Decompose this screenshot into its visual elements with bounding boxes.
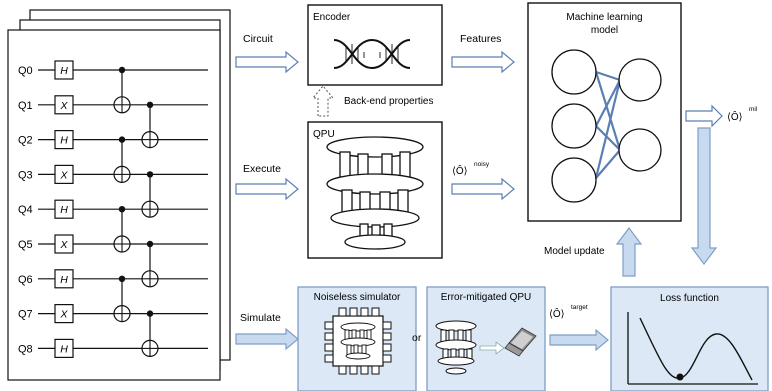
- backend-arrow: [311, 85, 335, 117]
- qubit-label-q3: Q3: [18, 169, 33, 181]
- cnot-control-dot: [118, 66, 126, 74]
- laptop-icon: [504, 327, 537, 357]
- cnot-control-dot: [118, 136, 126, 143]
- gate-box: [54, 130, 74, 150]
- label-circuit: Circuit: [243, 33, 273, 45]
- qubit-label-q7: Q7: [18, 309, 33, 321]
- label-backend: Back-end properties: [344, 96, 434, 107]
- label-simulate: Simulate: [240, 312, 281, 324]
- obs-ml-base: ⟨Ô⟩: [727, 110, 743, 123]
- small-arrow-icon: [479, 341, 505, 355]
- gate-box: [54, 60, 74, 80]
- noiseless-simulator-box: Noiseless simulator: [297, 286, 417, 391]
- observable-target: ⟨Ô⟩ target: [549, 304, 588, 320]
- obs-target-base: ⟨Ô⟩: [549, 307, 565, 320]
- noiseless-title: Noiseless simulator: [314, 292, 401, 303]
- mitigated-title: Error-mitigated QPU: [441, 292, 532, 303]
- arrow-features: [451, 50, 515, 74]
- cnot-control-dot: [146, 310, 154, 317]
- loss-curve-icon: [627, 312, 758, 385]
- dna-icon: [333, 38, 411, 70]
- obs-ml-sup: mil: [749, 106, 758, 113]
- qubit-label-q8: Q8: [18, 343, 33, 355]
- gate-h: H: [60, 65, 68, 77]
- obs-noisy-base: ⟨Ô⟩: [452, 164, 468, 177]
- loss-title: Loss function: [660, 293, 719, 304]
- nn-input-node-2: [551, 103, 597, 149]
- nn-output-node-1: [618, 58, 662, 102]
- neural-network-icon: [551, 49, 662, 203]
- observable-noisy: ⟨Ô⟩ noisy: [452, 161, 490, 177]
- gate-box: [54, 95, 74, 115]
- qubit-label-q2: Q2: [18, 135, 33, 147]
- gate-box: [54, 234, 74, 254]
- nn-input-node-1: [551, 49, 597, 95]
- mini-qpu-icon: [435, 320, 477, 375]
- arrow-execute: [235, 177, 299, 201]
- gate-box: [54, 199, 74, 219]
- obs-target-sup: target: [571, 304, 588, 311]
- arrow-circuit: [235, 50, 299, 74]
- gate-box: [54, 164, 74, 184]
- obs-noisy-sup: noisy: [474, 161, 490, 168]
- cnot-control-dot: [146, 101, 154, 109]
- arrow-noisy: [451, 177, 515, 201]
- ml-title-line2: model: [591, 25, 618, 36]
- loss-function-box: Loss function: [610, 286, 769, 391]
- qubit-label-q0: Q0: [18, 65, 33, 77]
- gate-x: X: [59, 239, 68, 251]
- gate-x: X: [59, 309, 68, 321]
- cnot-control-dot: [146, 171, 154, 178]
- gate-box: [54, 338, 74, 358]
- qubit-label-q4: Q4: [18, 204, 33, 216]
- label-features: Features: [460, 33, 501, 45]
- encoder-title: Encoder: [313, 12, 351, 23]
- arrow-model-update: [615, 227, 643, 277]
- gate-h: H: [60, 274, 68, 286]
- label-model-update: Model update: [544, 246, 605, 257]
- arrow-target: [549, 328, 609, 352]
- arrow-ml-output: [685, 104, 723, 128]
- error-mitigated-qpu-box: Error-mitigated QPU: [426, 286, 546, 391]
- arrow-to-loss: [690, 127, 718, 265]
- gate-x: X: [59, 100, 68, 112]
- cnot-control-dot: [146, 240, 154, 248]
- nn-input-node-3: [551, 157, 597, 203]
- gate-h: H: [60, 343, 68, 355]
- gate-x: X: [59, 169, 68, 181]
- label-or: or: [412, 332, 422, 344]
- arrow-simulate: [235, 327, 299, 351]
- cnot-control-dot: [118, 275, 126, 282]
- ml-model-box: Machine learning model: [527, 2, 682, 222]
- observable-ml: ⟨Ô⟩ mil: [727, 106, 758, 123]
- gate-h: H: [60, 135, 68, 147]
- circuit-sheet-front: [7, 29, 221, 381]
- gate-box: [54, 269, 74, 289]
- label-execute: Execute: [243, 163, 281, 175]
- chip-icon: [324, 307, 392, 375]
- qubit-label-q1: Q1: [18, 100, 33, 112]
- ml-title-line1: Machine learning: [566, 12, 642, 23]
- cnot-control-dot: [118, 206, 126, 213]
- encoder-box: Encoder: [307, 4, 443, 86]
- qpu-box: QPU: [307, 121, 443, 259]
- qpu-chandelier-icon: [326, 136, 424, 250]
- qubit-label-q6: Q6: [18, 274, 33, 286]
- nn-output-node-2: [618, 128, 662, 172]
- gate-box: [54, 304, 74, 324]
- gate-h: H: [60, 204, 68, 216]
- qpu-title: QPU: [313, 129, 335, 140]
- qubit-label-q5: Q5: [18, 239, 33, 251]
